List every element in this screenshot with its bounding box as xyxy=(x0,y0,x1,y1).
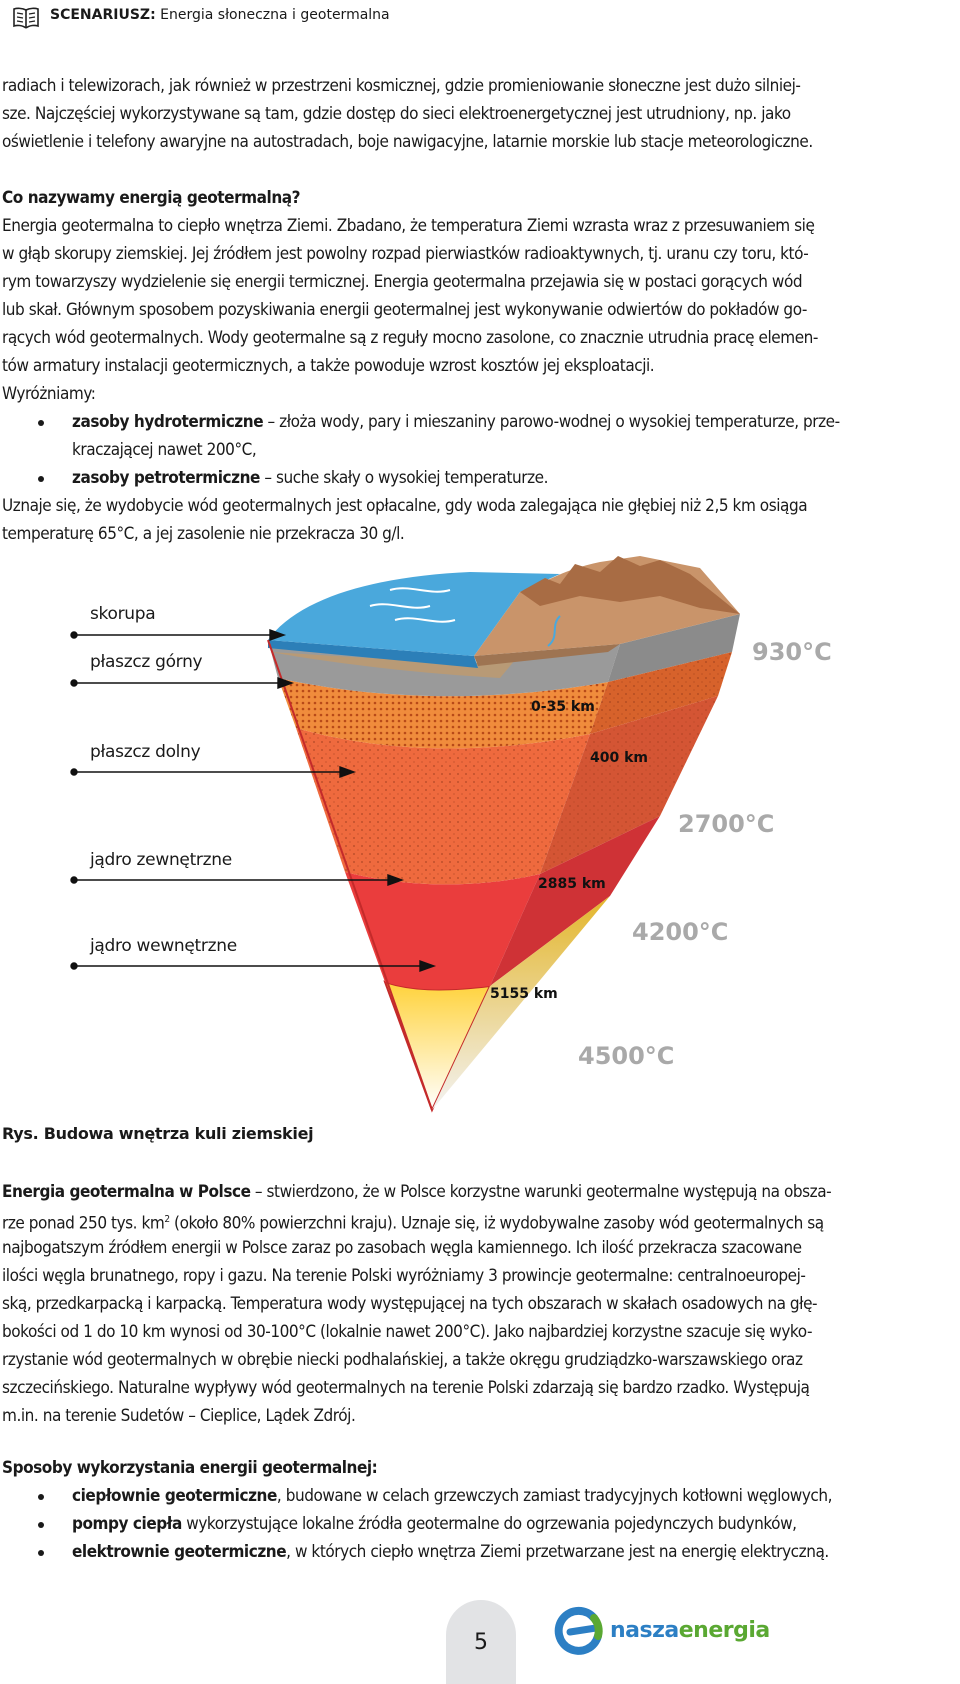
depth-label: 0-35 km xyxy=(531,699,595,715)
text-span: – stwierdzono, że w Polsce korzystne war… xyxy=(250,1182,832,1202)
layer-label-crust: skorupa xyxy=(90,604,156,624)
page-number-tab: 5 xyxy=(446,1600,516,1684)
definition: , budowane w celach grzewczych zamiast t… xyxy=(276,1486,833,1506)
term: ciepłownie geotermiczne xyxy=(72,1486,277,1506)
temperature-label: 4200°C xyxy=(632,918,729,946)
outer-core-front xyxy=(345,872,540,990)
text-line: rzystanie wód geotermalnych w obrębie ni… xyxy=(2,1350,803,1370)
text-line: sze. Najczęściej wykorzystywane są tam, … xyxy=(2,104,791,124)
term: pompy ciepła xyxy=(72,1514,182,1534)
intro-paragraph: radiach i telewizorach, jak również w pr… xyxy=(2,72,958,156)
header-title: SCENARIUSZ: Energia słoneczna i geoterma… xyxy=(50,7,390,23)
text-line: temperaturę 65°C, a jej zasolenie nie pr… xyxy=(2,524,405,544)
text-line: w głąb skorupy ziemskiej. Jej źródłem je… xyxy=(2,244,809,264)
bullet-dot xyxy=(38,476,44,482)
geothermal-section: Co nazywamy energią geotermalną? Energia… xyxy=(2,184,958,548)
bullet-dot xyxy=(38,1550,44,1556)
layer-label-upper-mantle: płaszcz górny xyxy=(90,652,203,672)
text-line: bokości od 1 do 10 km wynosi od 30-100°C… xyxy=(2,1322,813,1342)
inner-core-side xyxy=(432,896,610,1110)
outer-core-side xyxy=(490,816,660,986)
layer-label-inner-core: jądro wewnętrzne xyxy=(90,936,237,956)
list-item: zasoby petrotermiczne – suche skały o wy… xyxy=(2,464,958,492)
text-line: najbogatszym źródłem energii w Polsce za… xyxy=(2,1238,802,1258)
bullet-dot xyxy=(38,420,44,426)
list-item: zasoby hydrotermiczne – złoża wody, pary… xyxy=(2,408,958,436)
section-heading: Co nazywamy energią geotermalną? xyxy=(2,188,301,208)
definition: – złoża wody, pary i mieszaniny parowo-w… xyxy=(263,412,841,432)
text-line: radiach i telewizorach, jak również w pr… xyxy=(2,76,801,96)
logo-text: naszaenergia xyxy=(610,1618,770,1643)
superscript: 2 xyxy=(164,1214,170,1225)
text-line: lub skał. Głównym sposobem pozyskiwania … xyxy=(2,300,807,320)
text-line: ilości węgla brunatnego, ropy i gazu. Na… xyxy=(2,1266,806,1286)
term: elektrownie geotermiczne xyxy=(72,1542,287,1562)
definition: , w których ciepło wnętrza Ziemi przetwa… xyxy=(286,1542,829,1562)
temperature-label: 4500°C xyxy=(578,1042,675,1070)
list-item: elektrownie geotermiczne, w których ciep… xyxy=(2,1538,958,1566)
upper-mantle-front xyxy=(278,678,608,749)
text-line: m.in. na terenie Sudetów – Cieplice, Ląd… xyxy=(2,1406,356,1426)
book-icon xyxy=(13,7,39,29)
text-line: szczecińskiego. Naturalne wypływy wód ge… xyxy=(2,1378,810,1398)
term: zasoby hydrotermiczne xyxy=(72,412,264,432)
text-line: Wyróżniamy: xyxy=(2,384,96,404)
bullet-dot xyxy=(38,1494,44,1500)
figure-caption: Rys. Budowa wnętrza kuli ziemskiej xyxy=(2,1124,314,1143)
depth-label: 5155 km xyxy=(490,986,558,1002)
list-item: ciepłownie geotermiczne, budowane w cela… xyxy=(2,1482,958,1510)
poland-paragraph: Energia geotermalna w Polsce – stwierdzo… xyxy=(2,1178,958,1430)
crust-side xyxy=(608,614,740,682)
layer-label-outer-core: jądro zewnętrzne xyxy=(90,850,232,870)
text-line: rących wód geotermalnych. Wody geotermal… xyxy=(2,328,818,348)
page-number: 5 xyxy=(474,1630,488,1655)
bullet-dot xyxy=(38,1522,44,1528)
naszaenergia-logo: naszaenergia xyxy=(554,1604,770,1658)
logo-e-icon xyxy=(554,1606,603,1655)
uses-section: Sposoby wykorzystania energii geotermaln… xyxy=(2,1454,958,1566)
temperature-label: 930°C xyxy=(752,638,832,666)
depth-label: 2885 km xyxy=(538,876,606,892)
list-item: pompy ciepła wykorzystujące lokalne źród… xyxy=(2,1510,958,1538)
earth-structure-figure: skorupa płaszcz górny płaszcz dolny jądr… xyxy=(0,556,960,1116)
text-span: rze ponad 250 tys. km xyxy=(2,1213,165,1234)
page-header: SCENARIUSZ: Energia słoneczna i geoterma… xyxy=(0,0,960,36)
definition: – suche skały o wysokiej temperaturze. xyxy=(259,468,549,488)
text-line: tów armatury instalacji geotermicznych, … xyxy=(2,356,655,376)
term: Energia geotermalna w Polsce xyxy=(2,1182,251,1202)
term: zasoby petrotermiczne xyxy=(72,468,260,488)
text-line: rym towarzyszy wydzielenie się energii t… xyxy=(2,272,803,292)
text-line: kraczającej nawet 200°C, xyxy=(72,440,257,460)
text-span: (około 80% powierzchni kraju). Uznaje si… xyxy=(169,1213,824,1234)
definition: wykorzystujące lokalne źródła geotermaln… xyxy=(181,1514,797,1534)
earth-cross-section xyxy=(70,556,740,1113)
temperature-label: 2700°C xyxy=(678,810,775,838)
layer-label-lower-mantle: płaszcz dolny xyxy=(90,742,201,762)
text-line: ską, przedkarpacką i karpacką. Temperatu… xyxy=(2,1294,818,1314)
text-line: Energia geotermalna to ciepło wnętrza Zi… xyxy=(2,216,815,236)
ocean-surface xyxy=(268,572,560,656)
text-line: oświetlenie i telefony awaryjne na autos… xyxy=(2,132,813,152)
text-line: Uznaje się, że wydobycie wód geotermalny… xyxy=(2,496,808,516)
section-heading: Sposoby wykorzystania energii geotermaln… xyxy=(2,1458,378,1478)
depth-label: 400 km xyxy=(590,750,648,766)
